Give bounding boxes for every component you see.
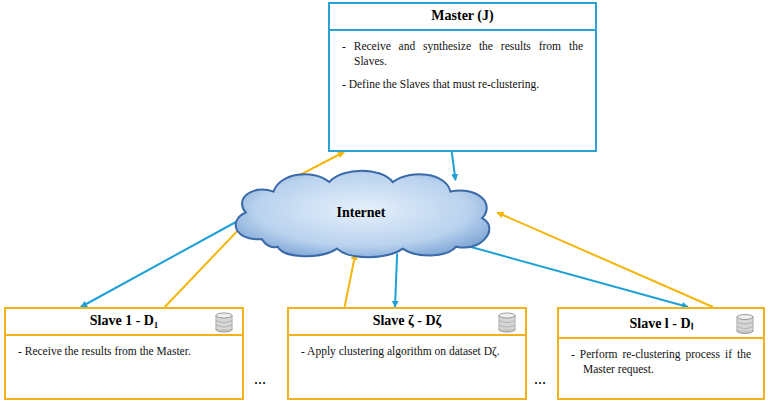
box-title: Slave ζ - Dζ: [289, 309, 525, 336]
internet-cloud: Internet: [222, 165, 500, 260]
arrow-connector: [345, 253, 356, 307]
arrow-connector: [81, 222, 236, 307]
arrow-connector: [452, 152, 456, 180]
box-title: Slave 1 - D₁: [6, 309, 242, 336]
arrow-connector: [297, 152, 344, 176]
slave-box: Slave ζ - Dζ - Apply clustering algorithm…: [287, 307, 527, 400]
slave-box: Slave l - Dₗ - Perform re-clustering proc…: [557, 307, 765, 400]
bullet-text: - Perform re-clustering process if the M…: [559, 347, 763, 377]
bullet-text: - Define the Slaves that must re-cluster…: [330, 77, 595, 92]
slave-box: Slave 1 - D₁ - Receive the results from t…: [4, 307, 244, 400]
arrow-connector: [467, 246, 688, 307]
ellipsis-label: ...: [534, 370, 546, 388]
ellipsis-label: ...: [254, 370, 266, 388]
bullet-text: - Receive and synthesize the results fro…: [330, 39, 595, 69]
arrow-connector: [497, 213, 713, 308]
box-title: Slave l - Dₗ: [559, 309, 763, 339]
box-title: Master (J): [330, 4, 595, 31]
bullet-text: - Apply clustering algorithm on dataset …: [289, 344, 525, 359]
cloud-label: Internet: [222, 205, 500, 221]
arrow-connector: [395, 253, 397, 307]
master-box: Master (J) - Receive and synthesize the r…: [328, 2, 597, 152]
bullet-text: - Receive the results from the Master.: [6, 344, 242, 359]
